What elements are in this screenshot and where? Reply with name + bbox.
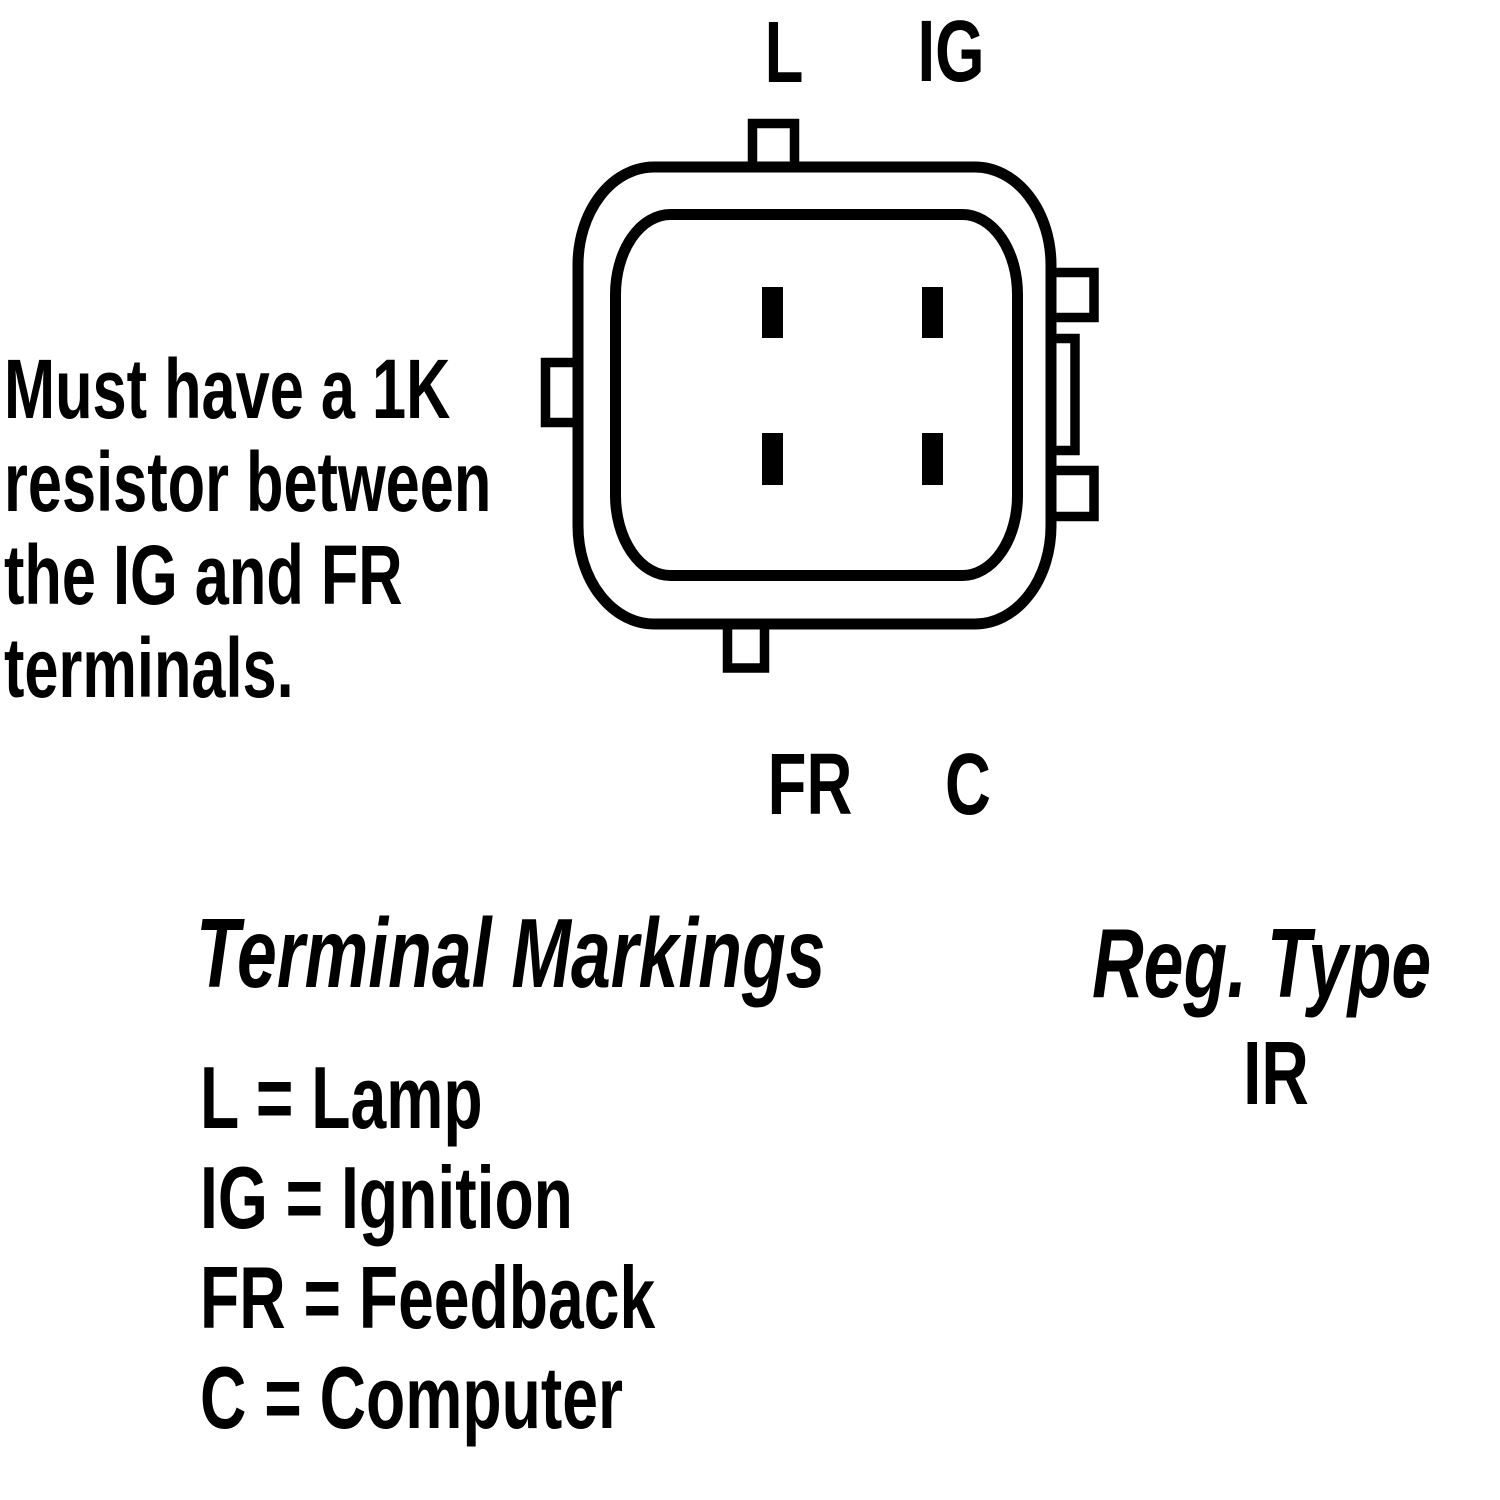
terminal-markings-title: Terminal Markings bbox=[196, 898, 826, 1008]
terminal-label-l: L bbox=[764, 4, 804, 101]
resistor-note-line: resistor between bbox=[4, 435, 492, 529]
pin-bottom-left bbox=[762, 433, 783, 485]
terminal-label-c: C bbox=[945, 736, 991, 833]
terminal-label-fr: FR bbox=[767, 736, 853, 833]
legend-item-ignition: IG = Ignition bbox=[200, 1148, 573, 1247]
resistor-note-line: Must have a 1K bbox=[4, 342, 451, 436]
reg-type-title: Reg. Type bbox=[1092, 908, 1432, 1018]
pin-top-left bbox=[762, 287, 783, 338]
reg-type-value: IR bbox=[1243, 1024, 1309, 1124]
resistor-note: Must have a 1K resistor between the IG a… bbox=[4, 343, 491, 715]
pin-bottom-right bbox=[922, 433, 943, 485]
bottom-tab bbox=[722, 617, 770, 673]
legend-item-feedback: FR = Feedback bbox=[200, 1248, 656, 1347]
terminal-markings-legend: L = Lamp IG = Ignition FR = Feedback C =… bbox=[200, 1048, 655, 1448]
terminal-label-ig: IG bbox=[917, 3, 985, 100]
legend-item-lamp: L = Lamp bbox=[200, 1048, 483, 1147]
connector-inner-shell bbox=[610, 209, 1023, 581]
legend-item-computer: C = Computer bbox=[200, 1348, 623, 1447]
resistor-note-line: terminals. bbox=[4, 621, 294, 715]
resistor-note-line: the IG and FR bbox=[4, 528, 403, 622]
pin-top-right bbox=[922, 287, 943, 338]
